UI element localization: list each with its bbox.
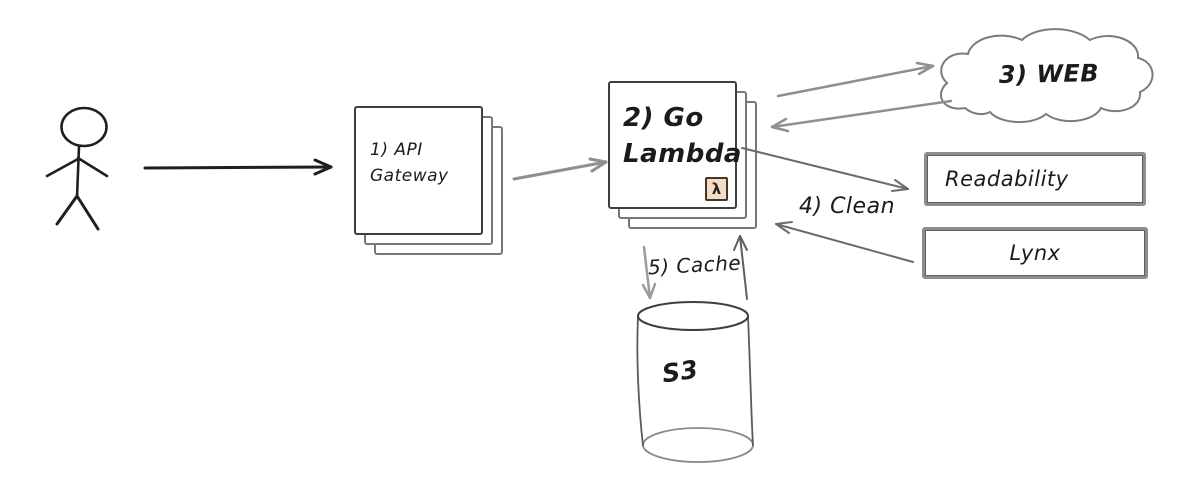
- arrow-web-to-lambda: [770, 99, 953, 133]
- arrow-lynx-to-lambda: [775, 221, 914, 263]
- cache-edge-label: 5) Cache: [647, 250, 742, 280]
- arrow-gateway-to-lambda: [512, 157, 608, 181]
- lambda-label-line1: 2) Go: [623, 103, 704, 133]
- aws-lambda-icon-glyph: λ: [711, 180, 722, 198]
- readability-node: Readability: [924, 152, 1146, 206]
- readability-label: Readability: [945, 167, 1069, 191]
- aws-lambda-icon: λ: [705, 177, 728, 201]
- api-gateway-label-line2: Gateway: [370, 166, 449, 186]
- lynx-node: Lynx: [922, 227, 1148, 279]
- web-label: 3) WEB: [998, 59, 1100, 89]
- person-figure-icon: [45, 106, 109, 231]
- api-gateway-label: 1) API Gateway: [370, 137, 449, 189]
- arrow-lambda-to-readability: [741, 147, 909, 192]
- api-gateway-node: [354, 106, 483, 235]
- arrow-lambda-to-web: [776, 61, 935, 98]
- api-gateway-label-line1: 1) API: [370, 140, 423, 160]
- clean-edge-label: 4) Clean: [799, 194, 896, 219]
- lambda-label-line2: Lambda: [623, 139, 742, 169]
- s3-label: S3: [660, 354, 701, 389]
- lynx-label: Lynx: [1009, 241, 1061, 265]
- lambda-label: 2) Go Lambda: [623, 100, 742, 172]
- arrow-person-to-gateway: [143, 158, 333, 176]
